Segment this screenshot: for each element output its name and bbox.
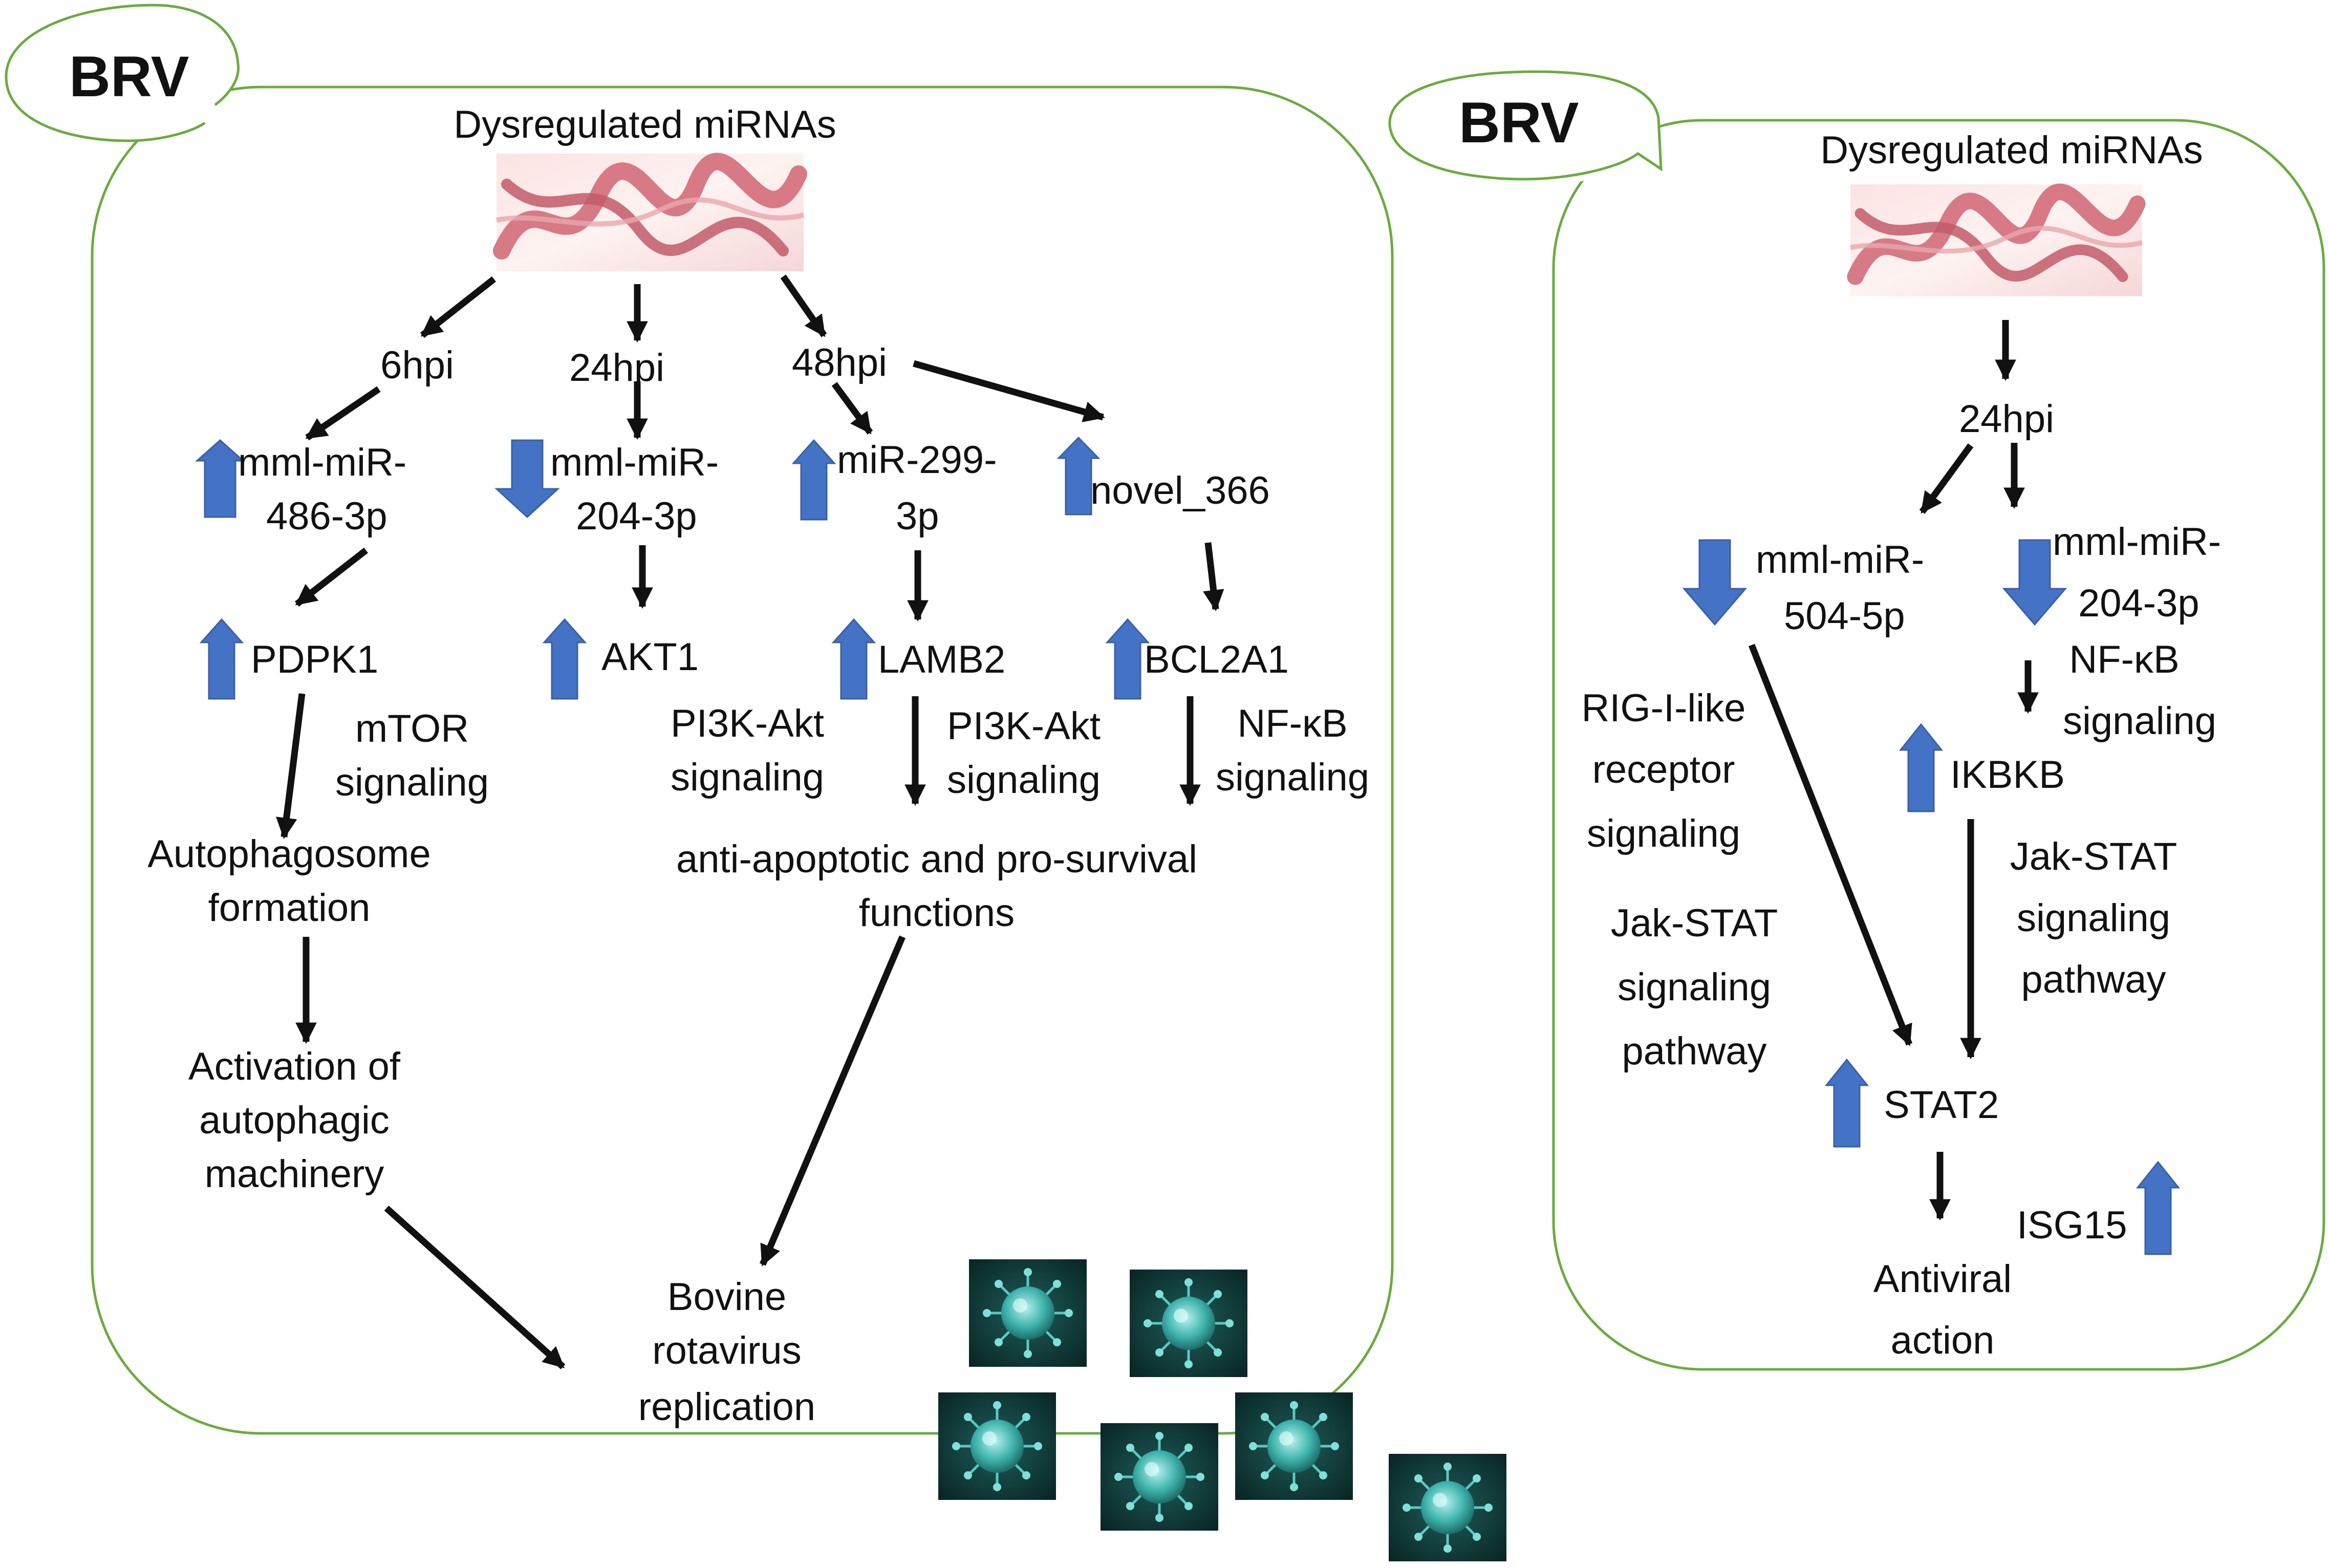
up-arrow-icon	[1899, 723, 1944, 812]
down-arrow-icon	[494, 439, 560, 519]
activation-line2: autophagic	[199, 1099, 390, 1142]
virus-image-6	[1389, 1454, 1506, 1561]
bovine-rotavirus-line1: Bovine	[667, 1275, 787, 1319]
mirna-204-right-line1: mml-miR-	[2053, 520, 2222, 564]
right-cell-outline	[1388, 70, 2325, 1371]
up-arrow-icon	[1824, 1058, 1869, 1148]
virus-image-1	[969, 1259, 1087, 1367]
pi3k-akt-signaling-2-line2: signaling	[947, 758, 1101, 802]
pi3k-akt-signaling-2-line1: PI3K-Akt	[947, 704, 1101, 748]
jak-stat-left-line3: pathway	[1622, 1029, 1767, 1073]
antiviral-line2: action	[1890, 1319, 1995, 1362]
bovine-rotavirus-line2: rotavirus	[652, 1329, 802, 1372]
time-24hpi-right: 24hpi	[1959, 397, 2054, 441]
mirna-486-line2: 486-3p	[266, 495, 387, 538]
mtor-signaling-line2: signaling	[335, 761, 489, 804]
pi3k-akt-signaling-1-line1: PI3K-Akt	[671, 702, 824, 745]
anti-apoptotic-line2: functions	[858, 891, 1015, 935]
rna-image-right	[1850, 184, 2142, 296]
virus-image-3	[938, 1392, 1056, 1500]
up-arrow-icon	[831, 618, 876, 700]
bovine-rotavirus-line3: replication	[638, 1385, 816, 1429]
gene-pdpk1: PDPK1	[251, 638, 379, 681]
activation-line1: Activation of	[188, 1045, 400, 1088]
virus-image-2	[1130, 1270, 1247, 1377]
nfkb-signaling-left-line1: NF-κB	[1237, 702, 1348, 745]
virus-image-5	[1235, 1392, 1353, 1500]
mirna-299-line1: miR-299-	[837, 438, 997, 482]
gene-stat2: STAT2	[1884, 1083, 1999, 1127]
brv-label-right: BRV	[1459, 91, 1579, 155]
nfkb-signaling-right-line2: signaling	[2063, 699, 2216, 743]
left-cell-outline	[5, 4, 1394, 1435]
up-arrow-icon	[2136, 1161, 2181, 1255]
mirna-486-line1: mml-miR-	[238, 441, 407, 484]
jak-stat-left-line2: signaling	[1618, 965, 1771, 1009]
antiviral-line1: Antiviral	[1873, 1257, 2012, 1301]
up-arrow-icon	[542, 618, 587, 700]
jak-stat-right-line1: Jak-STAT	[2010, 835, 2177, 878]
up-arrow-icon	[791, 439, 836, 521]
activation-line3: machinery	[204, 1152, 384, 1196]
autophagosome-line2: formation	[208, 886, 371, 930]
gene-bcl2a1: BCL2A1	[1144, 638, 1289, 681]
regulation-arrows	[195, 436, 2181, 1255]
mtor-signaling-line1: mTOR	[355, 707, 469, 750]
pathway-arrows	[276, 274, 2039, 1369]
virus-image-4	[1101, 1423, 1218, 1531]
up-arrow-icon	[1056, 436, 1101, 515]
gene-ikbkb: IKBKB	[1950, 753, 2065, 797]
mirna-504-line2: 504-5p	[1784, 594, 1905, 638]
pi3k-akt-signaling-1-line2: signaling	[671, 756, 824, 799]
rig-i-line1: RIG-I-like	[1581, 686, 1746, 730]
gene-lamb2: LAMB2	[878, 638, 1006, 681]
autophagosome-line1: Autophagosome	[147, 832, 431, 876]
novel-366: novel_366	[1090, 469, 1270, 512]
rig-i-line2: receptor	[1592, 748, 1735, 791]
time-6hpi: 6hpi	[380, 343, 454, 387]
rna-image-left	[497, 154, 804, 271]
gene-akt1: AKT1	[601, 635, 699, 679]
mirna-204-right-line2: 204-3p	[2078, 582, 2199, 625]
left-title: Dysregulated miRNAs	[454, 103, 836, 146]
jak-stat-right-line3: pathway	[2021, 958, 2166, 1001]
brv-label-left: BRV	[69, 45, 189, 109]
mirna-504-line1: mml-miR-	[1756, 538, 1925, 582]
rig-i-line3: signaling	[1587, 812, 1740, 855]
jak-stat-left-line1: Jak-STAT	[1610, 901, 1778, 945]
time-24hpi: 24hpi	[569, 346, 664, 390]
up-arrow-icon	[199, 618, 244, 700]
anti-apoptotic-line1: anti-apoptotic and pro-survival	[676, 837, 1198, 881]
mirna-204-left-line2: 204-3p	[576, 495, 697, 538]
nfkb-signaling-right-line1: NF-κB	[2069, 638, 2180, 681]
nfkb-signaling-left-line2: signaling	[1216, 756, 1369, 799]
down-arrow-icon	[2002, 539, 2067, 626]
jak-stat-right-line2: signaling	[2017, 896, 2170, 940]
time-48hpi: 48hpi	[792, 341, 887, 384]
mirna-299-line2: 3p	[896, 495, 939, 538]
gene-isg15: ISG15	[2017, 1204, 2127, 1247]
up-arrow-icon	[195, 439, 245, 518]
down-arrow-icon	[1682, 539, 1748, 626]
up-arrow-icon	[1105, 618, 1150, 700]
mirna-204-left-line1: mml-miR-	[550, 441, 719, 484]
right-title: Dysregulated miRNAs	[1820, 128, 2203, 172]
